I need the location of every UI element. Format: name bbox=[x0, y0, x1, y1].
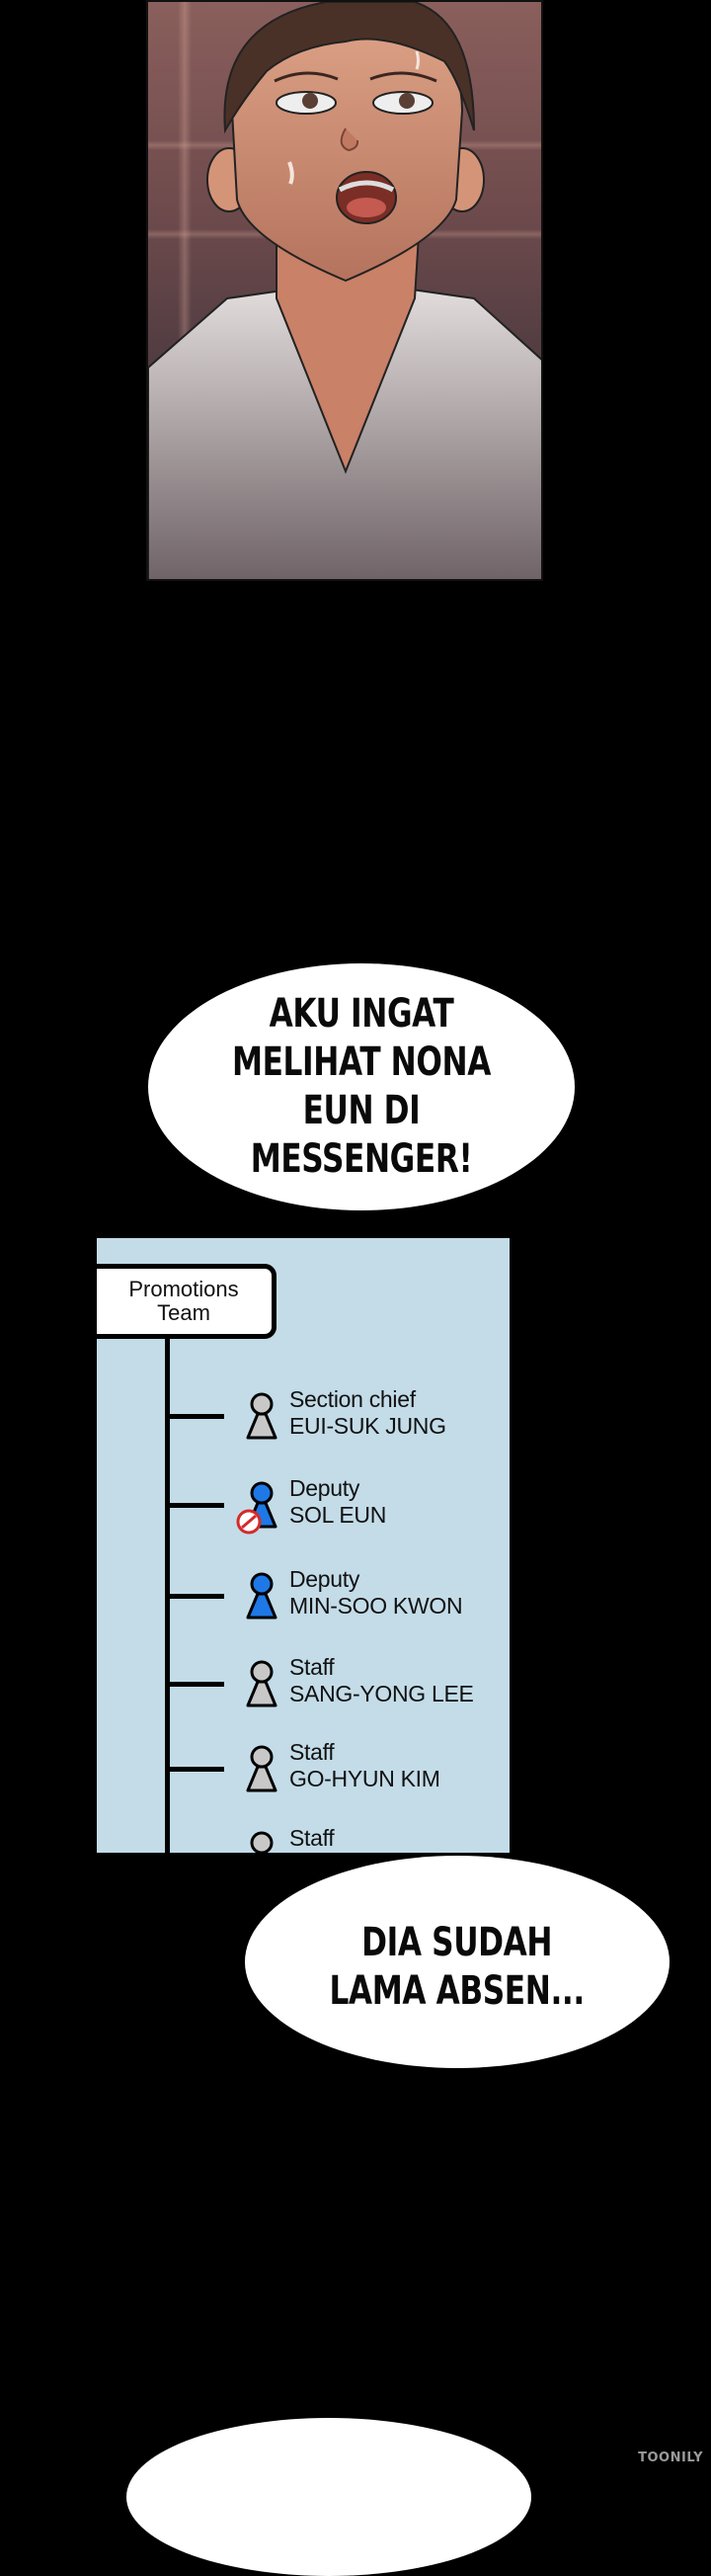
team-label-box: Promotions Team bbox=[97, 1264, 276, 1339]
tree-branch-line bbox=[165, 1414, 224, 1419]
member-role: Section chief bbox=[289, 1386, 416, 1412]
member-name: SOL EUN bbox=[289, 1502, 387, 1528]
member-row: Deputy MIN-SOO KWON bbox=[165, 1566, 510, 1625]
member-role: Deputy bbox=[289, 1566, 360, 1592]
blocked-icon bbox=[236, 1509, 262, 1535]
member-row: Staff SANG-YONG LEE bbox=[165, 1654, 510, 1713]
tree-branch-line bbox=[165, 1767, 224, 1772]
member-name: MIN-SOO KWON bbox=[289, 1593, 463, 1619]
person-offline-icon bbox=[246, 1745, 277, 1792]
member-row: Staff GO-HYUN KIM bbox=[165, 1739, 510, 1798]
tree-trunk-line bbox=[165, 1334, 170, 1853]
member-role: Deputy bbox=[289, 1475, 360, 1501]
watermark-logo: TOONILY bbox=[638, 2451, 703, 2465]
team-label-line: Promotions bbox=[128, 1276, 239, 1301]
speech-bubble-partial bbox=[126, 2418, 531, 2576]
speech-bubble-text: AKU INGAT MELIHAT NONA EUN DI MESSENGER! bbox=[231, 991, 492, 1182]
member-name: SANG-YONG LEE bbox=[289, 1681, 474, 1706]
member-role: Staff bbox=[289, 1739, 335, 1765]
tree-branch-line bbox=[165, 1682, 224, 1687]
person-offline-icon bbox=[246, 1660, 277, 1707]
member-name: GO-HYUN KIM bbox=[289, 1766, 440, 1791]
person-offline-icon bbox=[250, 1831, 274, 1853]
character-face-illustration bbox=[148, 2, 541, 579]
tree-branch-line bbox=[165, 1503, 224, 1508]
speech-bubble: DIA SUDAH LAMA ABSEN... bbox=[245, 1856, 670, 2068]
speech-bubble: AKU INGAT MELIHAT NONA EUN DI MESSENGER! bbox=[148, 963, 575, 1210]
person-online-icon bbox=[246, 1572, 277, 1620]
messenger-org-chart-panel: Promotions Team Section chief EUI-SUK JU… bbox=[97, 1238, 510, 1853]
member-role: Staff bbox=[289, 1654, 335, 1680]
member-row: Section chief EUI-SUK JUNG bbox=[165, 1386, 510, 1446]
member-role: Staff bbox=[289, 1825, 335, 1851]
member-row: Deputy SOL EUN bbox=[165, 1475, 510, 1535]
face-illustration-panel bbox=[146, 0, 543, 581]
tree-branch-line bbox=[165, 1594, 224, 1599]
member-row: Staff bbox=[165, 1825, 510, 1853]
speech-bubble-text: DIA SUDAH LAMA ABSEN... bbox=[329, 1919, 586, 2014]
person-offline-icon bbox=[246, 1392, 277, 1440]
member-name: EUI-SUK JUNG bbox=[289, 1413, 446, 1439]
team-label-line: Team bbox=[157, 1300, 210, 1325]
